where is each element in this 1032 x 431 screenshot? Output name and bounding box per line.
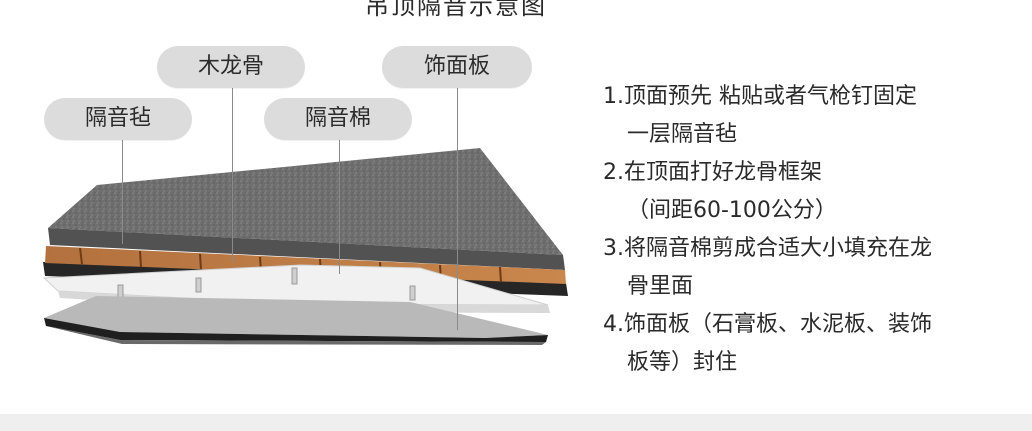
steps-list: 1.顶面预先 粘贴或者气枪钉固定 一层隔音毡 2.在顶面打好龙骨框架 （间距60… (603, 78, 1023, 382)
label-cotton: 隔音棉 (264, 98, 412, 140)
step-1-line1: 1.顶面预先 粘贴或者气枪钉固定 (603, 84, 917, 109)
leader-line-keel (232, 88, 233, 262)
step-4-line2: 板等）封住 (627, 350, 738, 375)
diagram-title-cropped: 吊顶隔音示意图 (365, 0, 547, 20)
felt-layer-top (48, 148, 563, 255)
leader-line-board (457, 88, 458, 330)
step-4: 4.饰面板（石膏板、水泥板、装饰 板等）封住 (603, 306, 1023, 382)
felt-layer-front (48, 228, 565, 270)
label-board: 饰面板 (382, 46, 532, 88)
ceiling-layers-illustration (42, 148, 568, 345)
step-4-line1: 4.饰面板（石膏板、水泥板、装饰 (603, 312, 932, 337)
step-2-line1: 2.在顶面打好龙骨框架 (603, 160, 822, 185)
leader-line-cotton (339, 140, 340, 274)
facing-board (44, 296, 548, 338)
step-2-line2: （间距60-100公分） (627, 198, 837, 223)
step-2: 2.在顶面打好龙骨框架 （间距60-100公分） (603, 154, 1023, 230)
step-3-line1: 3.将隔音棉剪成合适大小填充在龙 (603, 236, 932, 261)
step-3: 3.将隔音棉剪成合适大小填充在龙 骨里面 (603, 230, 1023, 306)
label-felt: 隔音毡 (44, 98, 192, 140)
step-1: 1.顶面预先 粘贴或者气枪钉固定 一层隔音毡 (603, 78, 1023, 154)
bottom-band (0, 414, 1032, 431)
leader-line-felt (122, 140, 123, 244)
label-keel: 木龙骨 (157, 46, 305, 88)
step-1-line2: 一层隔音毡 (627, 122, 738, 147)
step-3-line2: 骨里面 (627, 274, 694, 299)
